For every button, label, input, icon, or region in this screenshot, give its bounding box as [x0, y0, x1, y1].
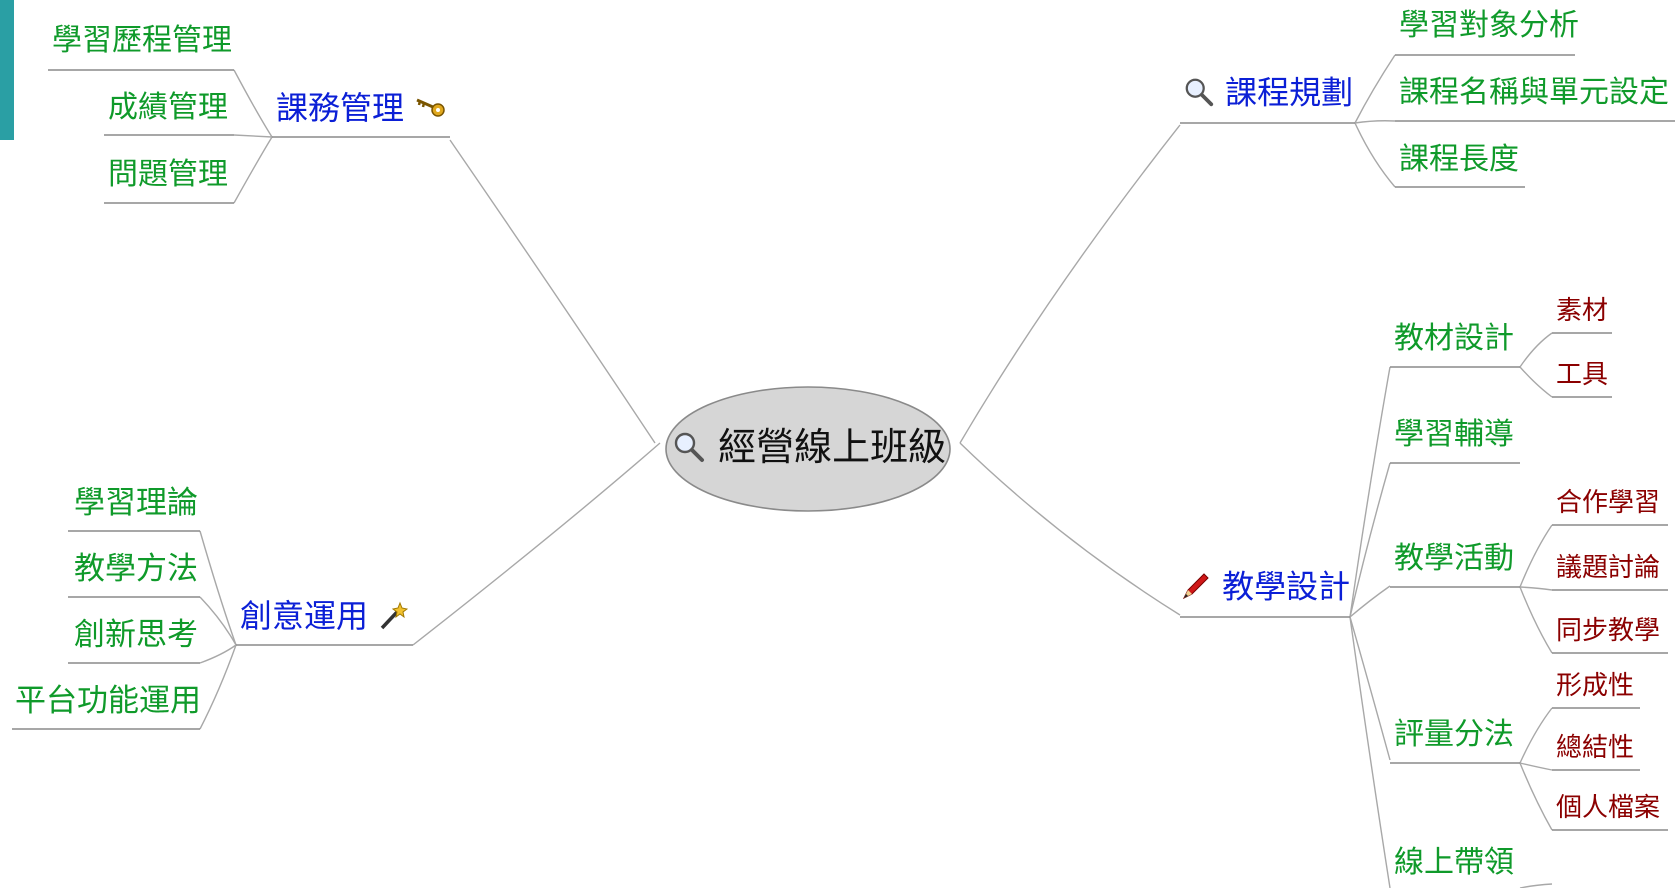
- branch-course-management-label: 課務管理: [276, 89, 405, 127]
- subtopic-cu-2[interactable]: 教學方法: [74, 551, 198, 587]
- leaf-materials-2[interactable]: 工具: [1556, 360, 1609, 390]
- connector-instructional-design-4: [1349, 616, 1391, 761]
- connector-online-leading: [1519, 883, 1553, 888]
- subtopic-activities[interactable]: 教學活動: [1394, 541, 1514, 576]
- connector-center-to-creative-use: [412, 442, 661, 646]
- branch-course-planning[interactable]: 課程規劃: [1183, 76, 1353, 113]
- connector-activities-1: [1519, 524, 1553, 588]
- connector-activities-2: [1519, 586, 1553, 591]
- connector-course-planning-2: [1354, 120, 1396, 124]
- leaf-assessment-1[interactable]: 形成性: [1556, 671, 1635, 701]
- center-node-ellipse: [665, 386, 951, 512]
- connector-course-planning-1: [1354, 54, 1396, 124]
- connector-instructional-design-1: [1349, 366, 1391, 618]
- center-node[interactable]: 經營線上班級: [672, 428, 946, 470]
- connector-creative-use-1: [199, 530, 237, 646]
- left-accent-bar: [0, 0, 14, 140]
- connector-materials-1: [1519, 332, 1553, 368]
- connector-assessment-3: [1519, 762, 1553, 831]
- subtopic-cm-3[interactable]: 問題管理: [108, 157, 228, 192]
- subtopic-online-leading[interactable]: 線上帶領: [1394, 845, 1514, 880]
- connector-center-to-course-management: [449, 139, 656, 444]
- subtopic-cu-1[interactable]: 學習理論: [74, 485, 198, 521]
- center-node-label: 經營線上班級: [718, 425, 947, 469]
- pencil-icon: [1180, 570, 1212, 607]
- connector-course-management-2: [233, 134, 273, 138]
- key-icon: [414, 94, 446, 126]
- subtopic-cp-3[interactable]: 課程長度: [1399, 142, 1519, 177]
- leaf-activities-1[interactable]: 合作學習: [1556, 488, 1661, 518]
- connector-creative-use-4: [199, 644, 237, 730]
- connector-materials-2: [1519, 366, 1553, 398]
- connector-creative-use-2: [199, 596, 237, 646]
- branch-course-management[interactable]: 課務管理: [276, 92, 446, 126]
- subtopic-cu-4[interactable]: 平台功能運用: [15, 683, 201, 719]
- connector-instructional-design-3: [1349, 585, 1391, 618]
- connector-instructional-design-5: [1349, 616, 1391, 888]
- connector-creative-use-3: [199, 644, 237, 664]
- subtopic-cm-1[interactable]: 學習歷程管理: [52, 23, 232, 58]
- connector-activities-3: [1519, 586, 1553, 654]
- connector-center-to-instructional-design: [959, 442, 1181, 616]
- leaf-activities-2[interactable]: 議題討論: [1556, 553, 1661, 583]
- magnifier-icon: [1183, 76, 1215, 113]
- connector-course-management-1: [233, 69, 273, 138]
- branch-instructional-design[interactable]: 教學設計: [1180, 570, 1350, 607]
- connector-assessment-1: [1519, 707, 1553, 764]
- branch-creative-use-label: 創意運用: [240, 597, 369, 635]
- magnifier-icon: [672, 430, 706, 470]
- subtopic-cm-2[interactable]: 成績管理: [108, 90, 228, 125]
- connector-course-planning-3: [1354, 122, 1396, 188]
- connector-instructional-design-2: [1349, 462, 1391, 618]
- subtopic-cp-2[interactable]: 課程名稱與單元設定: [1399, 75, 1669, 110]
- subtopic-cp-1[interactable]: 學習對象分析: [1399, 8, 1579, 43]
- branch-instructional-design-label: 教學設計: [1222, 567, 1351, 606]
- subtopic-materials[interactable]: 教材設計: [1394, 321, 1514, 356]
- leaf-materials-1[interactable]: 素材: [1556, 296, 1609, 326]
- connector-assessment-2: [1519, 762, 1553, 771]
- subtopic-cu-3[interactable]: 創新思考: [74, 617, 198, 653]
- connector-center-to-course-planning: [959, 124, 1181, 444]
- branch-creative-use[interactable]: 創意運用: [240, 597, 409, 636]
- leaf-assessment-2[interactable]: 總結性: [1556, 733, 1635, 763]
- branch-course-planning-label: 課程規劃: [1225, 73, 1354, 112]
- leaf-assessment-3[interactable]: 個人檔案: [1556, 793, 1661, 823]
- connector-course-management-3: [233, 136, 273, 204]
- magic-wand-icon: [378, 601, 409, 636]
- subtopic-assessment[interactable]: 評量分法: [1394, 717, 1514, 752]
- leaf-activities-3[interactable]: 同步教學: [1556, 616, 1661, 646]
- subtopic-tutoring[interactable]: 學習輔導: [1394, 417, 1514, 452]
